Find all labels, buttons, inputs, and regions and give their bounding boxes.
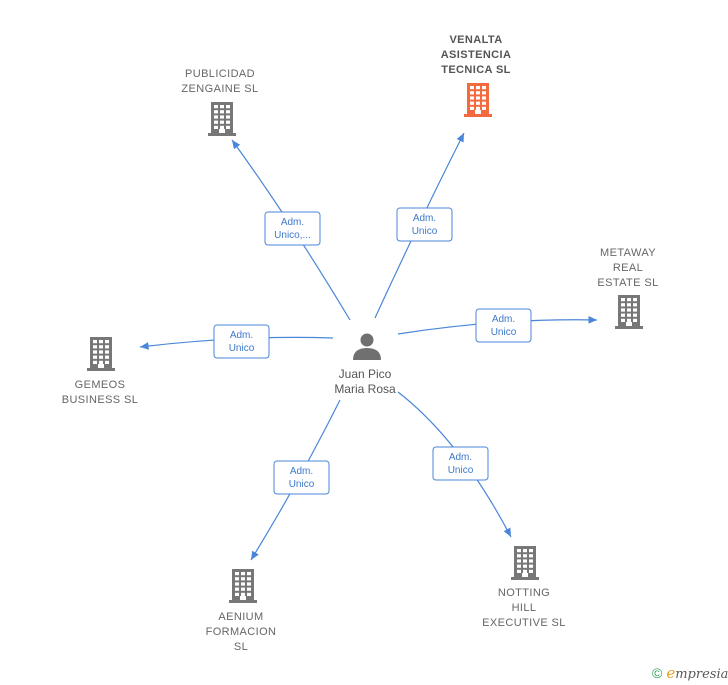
brand-initial: e (666, 664, 676, 682)
role-box-frame (213, 324, 270, 359)
brand-watermark: ©empresia (652, 664, 728, 682)
person-name-line[interactable]: Juan Pico (339, 367, 392, 381)
role-text: Adm. (449, 452, 472, 463)
role-box-frame (475, 308, 532, 343)
role-text: Adm. (413, 213, 436, 224)
role-text: Unico (491, 327, 517, 338)
copyright-symbol: © (652, 665, 663, 681)
person-icon[interactable] (353, 333, 381, 361)
building-icon[interactable] (511, 546, 539, 580)
edges-layer: Adm.Unico,...Adm.UnicoAdm.UnicoAdm.Unico… (139, 132, 598, 561)
role-label-box[interactable]: Adm. Unico (432, 446, 489, 481)
company-name-line[interactable]: AENIUM (218, 611, 263, 623)
role-box-frame (273, 460, 330, 495)
company-node-venalta-asistencia-tecnica[interactable]: VENALTA ASISTENCIA TECNICA SL (441, 34, 512, 117)
role-text: Adm. (281, 217, 304, 228)
company-name-line[interactable]: EXECUTIVE SL (482, 617, 566, 629)
company-name-line[interactable]: ASISTENCIA (441, 49, 512, 61)
edge-venalta-asistencia-tecnica: Adm. Unico (374, 132, 465, 319)
role-box-frame (264, 211, 321, 246)
company-node-notting-hill-executive[interactable]: NOTTING HILL EXECUTIVE SL (482, 546, 566, 629)
company-name-line[interactable]: PUBLICIDAD (185, 68, 255, 80)
company-name-line[interactable]: BUSINESS SL (62, 394, 139, 406)
building-icon[interactable] (229, 569, 257, 603)
edge-aenium-formacion: Adm. Unico (250, 399, 341, 561)
role-label-box[interactable]: Adm. Unico (273, 460, 330, 495)
company-name-line[interactable]: ZENGAINE SL (181, 83, 258, 95)
role-text: Unico (448, 465, 474, 476)
building-icon[interactable] (208, 102, 236, 136)
edge-gemeos-business: Adm. Unico (139, 324, 334, 359)
company-name-line[interactable]: FORMACION (206, 626, 277, 638)
role-label-box[interactable]: Adm. Unico (396, 207, 453, 242)
company-node-publicidad-zengaine[interactable]: PUBLICIDAD ZENGAINE SL (181, 68, 258, 136)
building-icon[interactable] (464, 83, 492, 117)
role-label-box[interactable]: Adm. Unico,... (264, 211, 321, 246)
role-text: Adm. (290, 466, 313, 477)
edge-publicidad-zengaine: Adm. Unico,... (231, 139, 351, 321)
role-box-frame (432, 446, 489, 481)
edge-notting-hill-executive: Adm. Unico (397, 391, 512, 538)
company-name-line[interactable]: METAWAY (600, 247, 656, 259)
edge-metaway-real-estate: Adm. Unico (397, 308, 598, 343)
role-text: Unico (289, 479, 315, 490)
company-name-line[interactable]: TECNICA SL (441, 64, 511, 76)
company-name-line[interactable]: NOTTING (498, 587, 550, 599)
role-text: Adm. (230, 330, 253, 341)
role-text: Adm. (492, 314, 515, 325)
role-label-box[interactable]: Adm. Unico (475, 308, 532, 343)
building-icon[interactable] (87, 337, 115, 371)
company-node-metaway-real-estate[interactable]: METAWAY REAL ESTATE SL (597, 247, 658, 329)
company-name-line[interactable]: HILL (512, 602, 537, 614)
role-box-frame (396, 207, 453, 242)
building-icon[interactable] (615, 295, 643, 329)
company-node-gemeos-business[interactable]: GEMEOS BUSINESS SL (62, 337, 139, 406)
role-label-box[interactable]: Adm. Unico (213, 324, 270, 359)
company-name-line[interactable]: ESTATE SL (597, 277, 658, 289)
person-name-line[interactable]: Maria Rosa (334, 382, 396, 396)
company-name-line[interactable]: REAL (613, 262, 643, 274)
role-text: Unico (412, 226, 438, 237)
company-name-line[interactable]: GEMEOS (75, 379, 126, 391)
brand-name: mpresia (675, 667, 728, 682)
company-node-aenium-formacion[interactable]: AENIUM FORMACION SL (206, 569, 277, 653)
company-name-line[interactable]: VENALTA (449, 34, 502, 46)
nodes-layer: PUBLICIDAD ZENGAINE SL VENALTA ASISTENCIA TE… (62, 34, 659, 653)
role-text: Unico,... (274, 230, 311, 241)
role-text: Unico (229, 343, 255, 354)
company-name-line[interactable]: SL (234, 641, 248, 653)
